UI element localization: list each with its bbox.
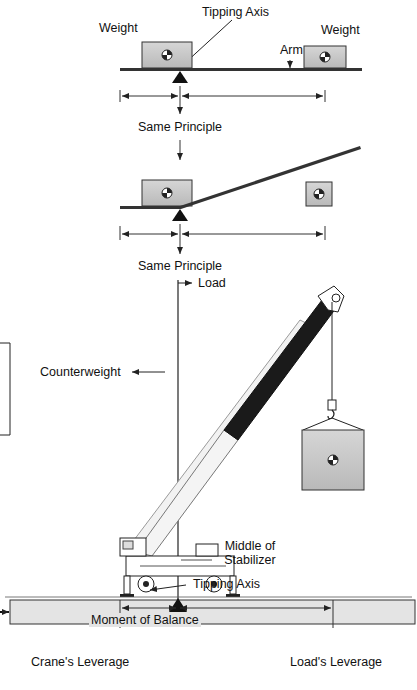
weight-label: Weight (99, 21, 138, 35)
leverage-label: Crane's Leverage (31, 655, 129, 669)
load-label: Load (198, 276, 226, 290)
principle-label: Same Principle (138, 259, 222, 273)
leverage-label: Load's Leverage (290, 655, 382, 669)
axis-label: Tipping Axis (193, 577, 260, 591)
stabilizer-label: Middle of Stabilizer (215, 539, 285, 568)
weight-label: Weight (321, 23, 360, 37)
principle-label: Same Principle (138, 120, 222, 134)
counterweight-label: Counterweight (40, 365, 121, 379)
axis-label: Tipping Axis (202, 5, 269, 19)
band-text: Moment of Balance (89, 613, 201, 627)
arm-label: Arm (280, 43, 303, 57)
balance-band: Moment of Balance (10, 600, 415, 624)
